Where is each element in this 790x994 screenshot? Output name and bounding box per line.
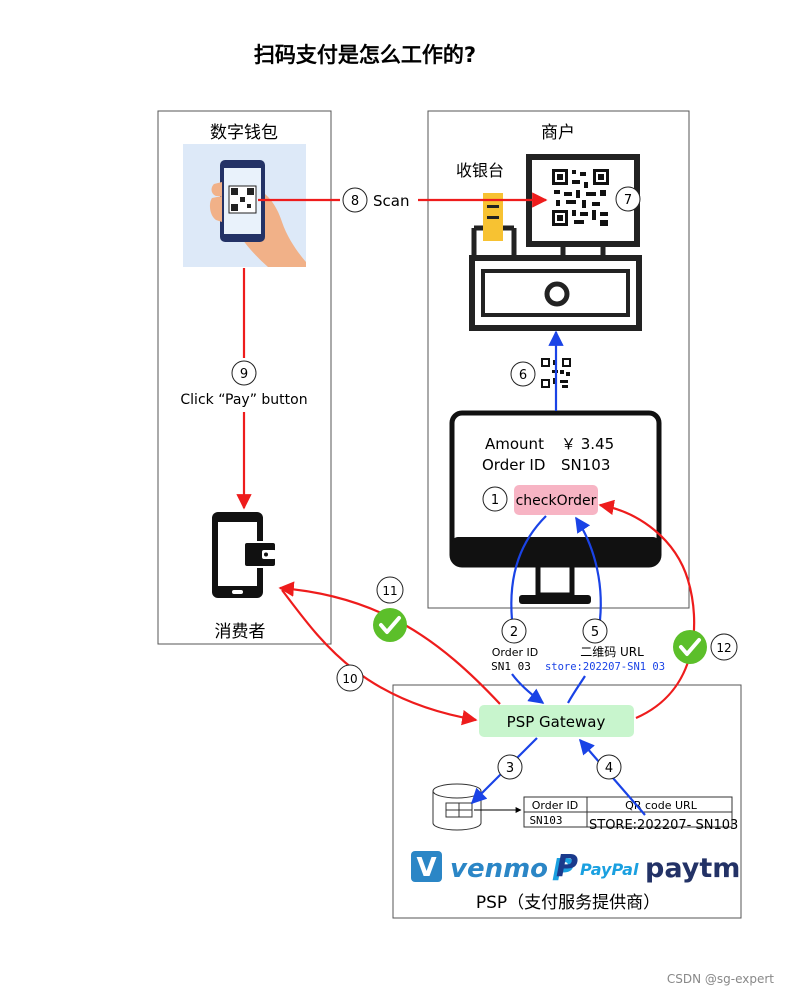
paytm-logo: paytm xyxy=(645,853,740,884)
table-cell-order-id: SN103 xyxy=(529,814,562,827)
psp-box xyxy=(392,684,742,919)
venmo-logo: V venmo xyxy=(411,851,548,884)
arrow-order-to-gateway xyxy=(510,515,547,621)
step-badge-5: 5 xyxy=(582,618,608,644)
step-badge-4: 4 xyxy=(596,754,622,780)
step-badge-6: 6 xyxy=(510,361,536,387)
check-icon-merchant xyxy=(673,630,707,664)
step-badge-1: 1 xyxy=(482,486,508,512)
svg-text:2: 2 xyxy=(510,625,518,640)
merchant-box xyxy=(427,110,690,609)
svg-text:10: 10 xyxy=(342,672,357,686)
phone-scan-icon xyxy=(183,144,306,267)
svg-text:P: P xyxy=(552,853,574,888)
svg-text:4: 4 xyxy=(605,761,613,776)
table-cell-qr-url: STORE:202207- SN103 xyxy=(589,818,738,833)
consumer-label: 消费者 xyxy=(215,622,266,642)
table-header-qr-url: QR code URL xyxy=(625,799,698,812)
step-badge-8: 8 xyxy=(342,187,368,213)
check-icon-consumer xyxy=(373,608,407,642)
svg-text:P: P xyxy=(556,849,578,884)
table-header-order-id: Order ID xyxy=(532,799,578,812)
amount-label: Amount xyxy=(485,435,544,453)
check-order-button[interactable] xyxy=(514,485,598,515)
svg-text:5: 5 xyxy=(591,625,599,640)
consumer-phone-icon xyxy=(212,512,277,598)
watermark: CSDN @sg-expert xyxy=(667,972,774,986)
check-order-label: checkOrder xyxy=(516,493,597,509)
database-icon xyxy=(432,783,482,831)
arrow-gateway-to-order-lower xyxy=(567,675,586,704)
order-id-step-label: Order ID xyxy=(492,646,538,659)
step-badge-2: 2 xyxy=(501,618,527,644)
psp-gateway-label: PSP Gateway xyxy=(507,713,606,731)
svg-text:6: 6 xyxy=(519,368,527,383)
qr-url-step-value: store:202207-SN1 03 xyxy=(545,661,665,673)
scan-label: Scan xyxy=(373,192,409,210)
order-id-value: SN103 xyxy=(561,456,610,474)
svg-text:1: 1 xyxy=(491,493,499,508)
pos-label: 收银台 xyxy=(456,161,504,180)
diagram-title: 扫码支付是怎么工作的? xyxy=(254,43,476,67)
step-badge-7: 7 xyxy=(615,186,641,212)
svg-text:7: 7 xyxy=(624,193,632,208)
step-badge-11: 11 xyxy=(376,576,404,604)
svg-text:8: 8 xyxy=(351,194,359,209)
pay-button-label: Click “Pay” button xyxy=(180,392,307,408)
qr-code-icon xyxy=(551,168,610,227)
consumer-box xyxy=(157,110,332,645)
psp-gateway-node[interactable] xyxy=(479,705,634,737)
wallet-label: 数字钱包 xyxy=(210,123,278,143)
svg-text:PayPal: PayPal xyxy=(580,860,639,879)
qr-url-step-label: 二维码 URL xyxy=(580,645,644,659)
svg-text:11: 11 xyxy=(382,584,397,598)
arrow-gateway-to-order xyxy=(575,516,602,621)
svg-text:V: V xyxy=(416,853,436,883)
arrow-gateway-to-merchant xyxy=(598,499,696,720)
merchant-label: 商户 xyxy=(541,123,575,143)
order-id-label: Order ID xyxy=(482,456,545,474)
step-badge-3: 3 xyxy=(497,754,523,780)
svg-text:9: 9 xyxy=(240,367,248,382)
svg-text:paytm: paytm xyxy=(645,853,740,884)
svg-text:12: 12 xyxy=(716,641,731,655)
svg-text:venmo: venmo xyxy=(450,854,548,884)
psp-label: PSP（支付服务提供商） xyxy=(476,893,660,913)
amount-value: ￥ 3.45 xyxy=(561,435,614,453)
step-badge-10: 10 xyxy=(336,664,364,692)
svg-text:3: 3 xyxy=(506,761,514,776)
step-badge-9: 9 xyxy=(231,360,257,386)
step-badge-12: 12 xyxy=(710,633,738,661)
arrow-order-to-gateway-lower xyxy=(511,673,545,704)
paypal-logo: P P PayPal xyxy=(552,849,639,888)
arrow-gateway-to-consumer xyxy=(278,581,501,705)
order-id-step-value: SN1 03 xyxy=(491,660,531,673)
